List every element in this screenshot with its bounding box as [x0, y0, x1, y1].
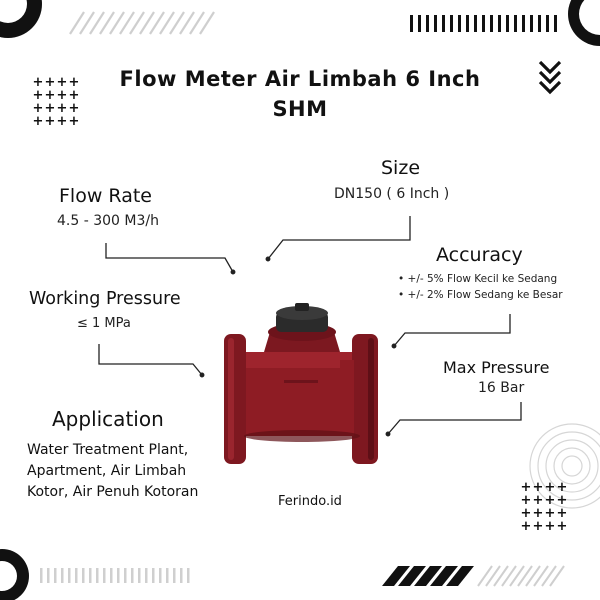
application-heading: Application [52, 407, 164, 431]
meter-right-flange [352, 334, 378, 464]
accuracy-list: • +/- 5% Flow Kecil ke Sedang • +/- 2% F… [398, 271, 563, 303]
max-pressure-heading: Max Pressure [443, 358, 550, 377]
flow-rate-heading: Flow Rate [59, 185, 152, 207]
bottom-right-stripes-decor [382, 566, 474, 586]
accuracy-connector [393, 314, 511, 347]
flow-meter-image [224, 303, 378, 464]
top-right-barcode-decor [410, 15, 557, 32]
accuracy-item: • +/- 2% Flow Sedang ke Besar [398, 289, 563, 301]
application-description: Water Treatment Plant, Apartment, Air Li… [27, 442, 199, 500]
chevron-down-icon [538, 60, 562, 95]
bottom-right-stripes-light-decor [477, 565, 565, 587]
top-right-circle-hole [579, 0, 600, 35]
max-pressure-connector [387, 402, 522, 435]
top-left-stripes-decor [69, 11, 215, 35]
working-pressure-value: ≤ 1 MPa [77, 316, 131, 331]
bottom-left-circle-hole [0, 561, 17, 591]
concentric-circles-decor [529, 423, 600, 509]
flow-rate-value: 4.5 - 300 M3/h [57, 213, 159, 229]
meter-left-flange [224, 334, 246, 464]
max-pressure-value: 16 Bar [478, 380, 525, 396]
size-connector [267, 216, 411, 260]
accuracy-heading: Accuracy [436, 244, 523, 266]
size-heading: Size [381, 157, 421, 179]
title-line-2: SHM [272, 97, 328, 121]
working-pressure-heading: Working Pressure [29, 289, 181, 309]
top-left-plus-grid-decor: ++++ ++++ ++++ ++++ [32, 75, 80, 129]
bottom-right-plus-grid-decor: ++++ ++++ ++++ ++++ [520, 480, 568, 534]
bottom-left-barcode-decor [40, 568, 190, 583]
accuracy-item: • +/- 5% Flow Kecil ke Sedang [398, 273, 558, 285]
brand-label: Ferindo.id [278, 494, 342, 509]
flow-rate-connector [105, 243, 234, 273]
working-pressure-connector [98, 344, 203, 376]
size-value: DN150 ( 6 Inch ) [334, 186, 450, 202]
page-title: Flow Meter Air Limbah 6 Inch SHM [60, 64, 540, 124]
title-line-1: Flow Meter Air Limbah 6 Inch [119, 67, 481, 91]
meter-pipe-body [236, 352, 368, 436]
callout-lines [98, 216, 522, 437]
top-left-circle-hole [0, 0, 27, 23]
